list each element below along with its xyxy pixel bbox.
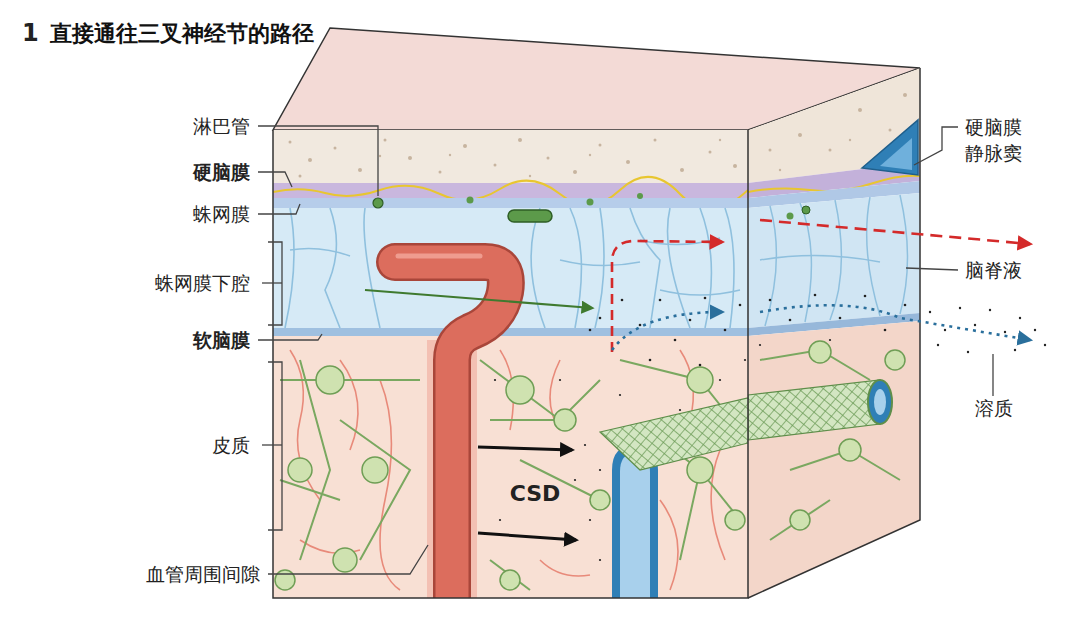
front-face — [273, 130, 748, 598]
part-label: 脑脊液 — [965, 258, 1022, 283]
diagram-title: 直接通往三叉神经节的路径 — [50, 20, 314, 49]
part-label: 淋巴管 — [193, 114, 250, 139]
part-label: 血管周围间隙 — [146, 562, 260, 587]
part-label: 皮质 — [212, 433, 250, 458]
part-label: 硬脑膜 静脉窦 — [965, 115, 1030, 166]
part-label: 溶质 — [975, 396, 1013, 421]
process-label: CSD — [510, 480, 561, 509]
callout-number: 1 — [22, 18, 39, 49]
part-label: 硬脑膜 — [193, 160, 250, 185]
part-label: 蛛网膜下腔 — [155, 271, 250, 296]
right-face — [748, 68, 920, 598]
part-label: 软脑膜 — [193, 328, 250, 353]
leader-lines — [258, 126, 993, 574]
part-label: 蛛网膜 — [193, 202, 250, 227]
